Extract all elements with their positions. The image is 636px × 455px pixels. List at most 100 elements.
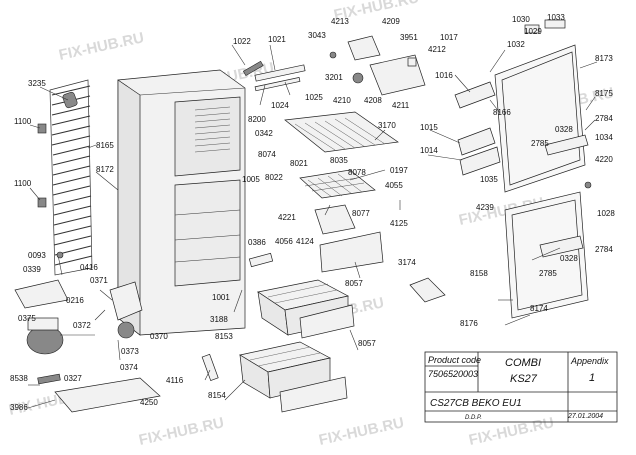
leader-lines: [27, 44, 598, 409]
part-label-0328-upper: 0328: [555, 125, 573, 134]
part-label-1035: 1035: [480, 175, 498, 184]
part-label-0373: 0373: [121, 347, 139, 356]
part-label-8200: 8200: [248, 115, 266, 124]
part-label-8166: 8166: [493, 108, 511, 117]
compressor-group: [14, 251, 143, 355]
egg-tray: [409, 277, 446, 303]
drawer-initials: D.D.P.: [465, 415, 482, 421]
part-label-1029: 1029: [524, 27, 542, 36]
part-label-0386: 0386: [248, 238, 266, 247]
door-shelf-upper: [454, 81, 496, 109]
document-date: 27.01.2004: [567, 413, 603, 420]
part-label-2784-upper: 2784: [595, 114, 613, 123]
part-label-8057-upper: 8057: [345, 279, 363, 288]
part-label-0342: 0342: [255, 129, 273, 138]
part-label-1032: 1032: [507, 40, 525, 49]
part-label-8078: 8078: [348, 168, 366, 177]
part-label-4124: 4124: [296, 237, 314, 246]
part-label-1033: 1033: [547, 13, 565, 22]
part-label-0327: 0327: [64, 374, 82, 383]
part-label-1005: 1005: [242, 175, 260, 184]
appendix-label: Appendix: [570, 356, 609, 366]
pipe-8538: [37, 373, 61, 385]
appendix-number: 1: [589, 372, 595, 384]
part-label-0328-lower: 0328: [560, 254, 578, 263]
part-label-4125: 4125: [390, 219, 408, 228]
filter-drier: [62, 91, 78, 109]
part-label-2784-lower: 2784: [595, 245, 613, 254]
top-shelf-group: [242, 35, 426, 96]
compressor-plate: [54, 377, 161, 413]
door-shelf-middle: [457, 127, 496, 156]
part-label-8158: 8158: [470, 269, 488, 278]
document-name: CS27CB BEKO EU1: [430, 398, 522, 409]
part-label-1022: 1022: [233, 37, 251, 46]
part-label-8165: 8165: [96, 141, 114, 150]
part-label-3986: 3986: [10, 403, 28, 412]
part-label-0370: 0370: [150, 332, 168, 341]
part-label-1024: 1024: [271, 101, 289, 110]
part-label-3043: 3043: [308, 31, 326, 40]
basket-lower: [239, 341, 331, 399]
part-label-8172: 8172: [96, 165, 114, 174]
clip-upper: [37, 123, 47, 134]
part-label-2785-upper: 2785: [531, 139, 549, 148]
part-label-8035: 8035: [330, 156, 348, 165]
part-label-3170: 3170: [378, 121, 396, 130]
part-label-4239: 4239: [476, 203, 494, 212]
part-label-1025: 1025: [305, 93, 323, 102]
part-label-0416: 0416: [80, 263, 98, 272]
part-label-4056: 4056: [275, 237, 293, 246]
product-code-value: 7506520003: [428, 369, 478, 379]
watermark-8: FIX-HUB.RU: [137, 414, 225, 449]
wire-shelf-8200: [284, 111, 399, 153]
part-label-4116: 4116: [166, 376, 184, 385]
part-label-1100-upper: 1100: [14, 117, 32, 126]
part-label-1015: 1015: [420, 123, 438, 132]
part-label-0375: 0375: [18, 314, 36, 323]
part-label-0339: 0339: [23, 265, 41, 274]
drawings: [14, 19, 592, 413]
part-label-0093: 0093: [28, 251, 46, 260]
part-label-3235: 3235: [28, 79, 46, 88]
part-label-4220: 4220: [595, 155, 613, 164]
part-label-4213: 4213: [331, 17, 349, 26]
part-label-4210: 4210: [333, 96, 351, 105]
drawer-front-middle: [299, 304, 355, 339]
part-label-3951: 3951: [400, 33, 418, 42]
part-label-8021: 8021: [290, 159, 308, 168]
condenser-coil: [49, 79, 93, 276]
part-label-0374: 0374: [120, 363, 138, 372]
appliance-type: COMBI: [505, 357, 541, 369]
part-label-3174: 3174: [398, 258, 416, 267]
part-label-4209: 4209: [382, 17, 400, 26]
product-code-label: Product code: [428, 355, 481, 365]
part-label-8153: 8153: [215, 332, 233, 341]
door-shelf-lower: [459, 146, 501, 176]
part-label-4208: 4208: [364, 96, 382, 105]
drawer-front-upper: [319, 231, 384, 273]
part-label-8154: 8154: [208, 391, 226, 400]
part-label-1030: 1030: [512, 15, 530, 24]
part-label-4212: 4212: [428, 45, 446, 54]
part-label-8022: 8022: [265, 173, 283, 182]
watermark-1: FIX-HUB.RU: [57, 29, 145, 64]
part-label-1017: 1017: [440, 33, 458, 42]
drawer-front-lower: [279, 376, 348, 413]
part-label-1100-lower: 1100: [14, 179, 32, 188]
ice-tray-box: [314, 204, 356, 235]
cabinet-body: [117, 69, 246, 336]
part-labels: 1022 1021 3043 4213 4209 3951 1017 1030 …: [10, 13, 615, 412]
part-label-8174: 8174: [530, 304, 548, 313]
part-label-3201: 3201: [325, 73, 343, 82]
part-label-8074: 8074: [258, 150, 276, 159]
part-label-1028: 1028: [597, 209, 615, 218]
part-label-4211: 4211: [392, 101, 410, 110]
watermark-9: FIX-HUB.RU: [317, 414, 405, 449]
lamp-cover: [248, 252, 274, 268]
part-label-8173: 8173: [595, 54, 613, 63]
part-label-1014: 1014: [420, 146, 438, 155]
part-label-1034: 1034: [595, 133, 613, 142]
